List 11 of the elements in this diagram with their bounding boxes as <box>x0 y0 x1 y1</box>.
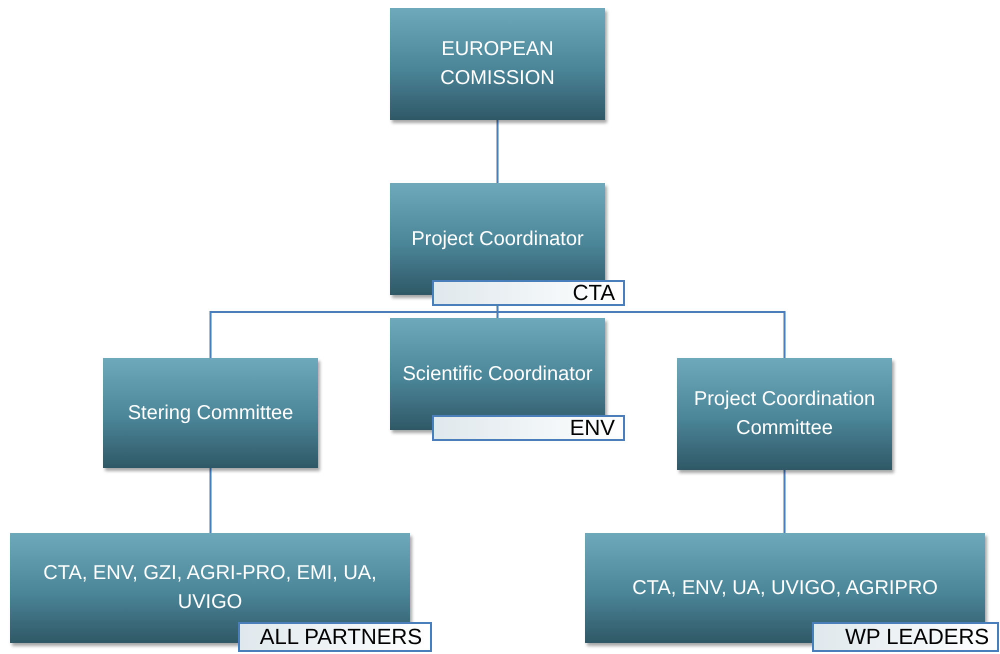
tag-box: ENV <box>432 415 625 441</box>
connector-line <box>496 306 786 358</box>
org-box: Stering Committee <box>103 358 318 468</box>
tag-box: CTA <box>432 280 625 306</box>
connector-line <box>496 120 498 183</box>
connector-line <box>210 468 212 533</box>
tag-box: WP LEADERS <box>812 622 999 652</box>
org-box: Project Coordination Committee <box>677 358 892 470</box>
org-box: EUROPEAN COMISSION <box>390 8 605 120</box>
tag-box: ALL PARTNERS <box>238 622 432 652</box>
connector-line <box>784 470 786 533</box>
